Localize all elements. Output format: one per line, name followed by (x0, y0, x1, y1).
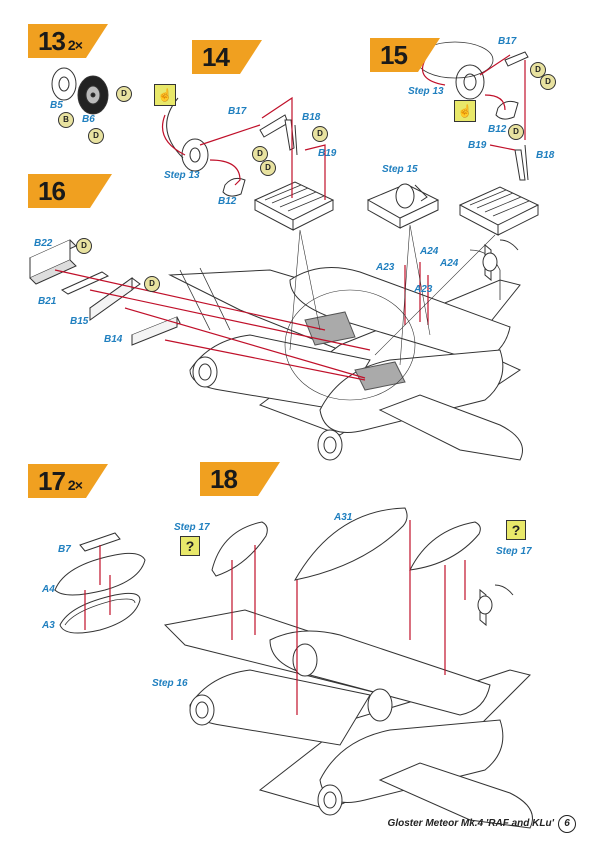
glue-badge-d: D (530, 62, 546, 78)
part-label-b6: B6 (82, 114, 95, 125)
aircraft-upper-drawing (168, 239, 523, 461)
part-label-b17: B17 (498, 36, 517, 47)
drop-tank-right-drawing (409, 521, 481, 571)
optional-question-icon: ? (506, 520, 526, 540)
step-number: 17 (38, 466, 66, 496)
part-label-b18: B18 (302, 112, 321, 123)
part-label-b21: B21 (38, 296, 57, 307)
step-number: 15 (380, 40, 408, 70)
part-label-b22: B22 (34, 238, 53, 249)
glue-badge-d: D (508, 124, 524, 140)
glue-badge-d: D (144, 276, 160, 292)
door-b22-drawing (29, 239, 77, 285)
step-number: 14 (202, 42, 230, 72)
hand-marker-icon: ☝ (154, 84, 176, 106)
step-16-header: 16 (28, 174, 112, 208)
glue-badge-d: D (540, 74, 556, 90)
part-label-a23: A23 (376, 262, 395, 273)
part-label-a24: A24 (440, 258, 459, 269)
door-b15-drawing (89, 277, 141, 321)
step-ref-label: Step 13 (164, 170, 200, 181)
glue-badge-d: D (260, 160, 276, 176)
part-label-b15: B15 (70, 316, 89, 327)
optional-question-icon: ? (180, 536, 200, 556)
step-multiplier: 2× (67, 477, 83, 493)
step-ref-label: Step 15 (382, 164, 418, 175)
wheel-b5-drawing (51, 67, 77, 101)
step-ref-label: Step 16 (152, 678, 188, 689)
step-number: 16 (38, 176, 66, 206)
step-ref-label: Step 17 (174, 522, 210, 533)
step-15-header: 15 (370, 38, 440, 72)
glue-badge-d: D (252, 146, 268, 162)
part-label-b19: B19 (468, 140, 487, 151)
glue-badge-d: D (88, 128, 104, 144)
part-label-b19: B19 (318, 148, 337, 159)
step15-nose-bay-drawing (366, 183, 440, 229)
step-multiplier: 2× (67, 37, 83, 53)
part-label-b5: B5 (50, 100, 63, 111)
step-number: 18 (210, 464, 238, 494)
step-ref-label: Step 17 (496, 546, 532, 557)
step14-bay-drawing (253, 181, 335, 231)
drop-tank-a31-drawing (294, 507, 408, 581)
glue-badge-b: B (58, 112, 74, 128)
glue-badge-d: D (312, 126, 328, 142)
drop-tank-left-drawing (211, 521, 268, 577)
part-label-a31: A31 (334, 512, 353, 523)
aircraft-lower-drawing (163, 584, 533, 829)
door-b21-drawing (60, 271, 110, 295)
step15-wheel-drawing (416, 41, 519, 120)
wheel-b6-drawing (77, 75, 109, 115)
step-number: 13 (38, 26, 66, 56)
step-ref-label: Step 13 (408, 86, 444, 97)
door-b14-drawing (131, 316, 181, 346)
part-label-b12: B12 (488, 124, 507, 135)
part-label-b18: B18 (536, 150, 555, 161)
part-label-b7: B7 (58, 544, 71, 555)
step15-bay-drawing (458, 186, 540, 236)
glue-badge-d: D (116, 86, 132, 102)
part-label-b12: B12 (218, 196, 237, 207)
step-18-header: 18 (200, 462, 280, 496)
page-number: 6 (558, 815, 576, 833)
step14-wheel-drawing (181, 138, 246, 197)
footer-title: Gloster Meteor Mk.4 'RAF and KLu' (387, 818, 554, 829)
part-label-a24: A24 (420, 246, 439, 257)
part-label-b14: B14 (104, 334, 123, 345)
glue-badge-d: D (76, 238, 92, 254)
part-label-a23: A23 (414, 284, 433, 295)
hand-marker-icon: ☝ (454, 100, 476, 122)
part-label-b17: B17 (228, 106, 247, 117)
step-14-header: 14 (192, 40, 262, 74)
part-label-a4: A4 (42, 584, 55, 595)
part-label-a3: A3 (42, 620, 55, 631)
